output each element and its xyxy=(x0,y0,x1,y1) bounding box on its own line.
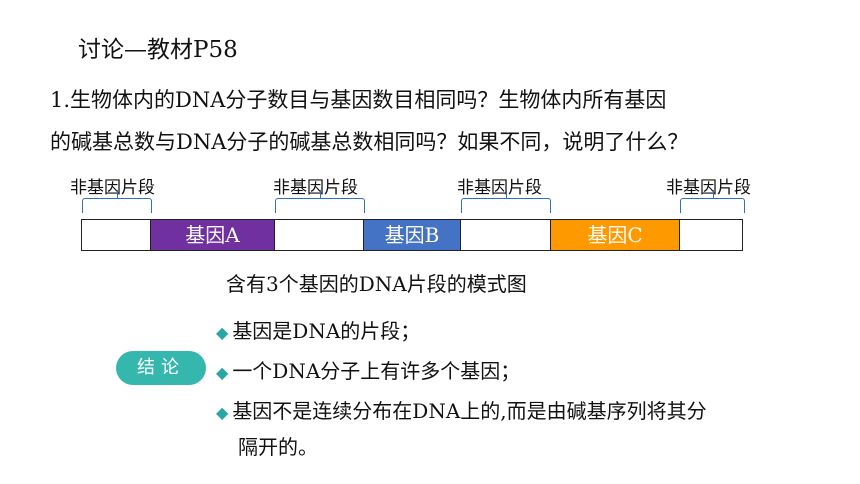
conclusion-point-3-continued: 隔开的。 xyxy=(238,435,318,459)
diamond-icon: ◆ xyxy=(216,323,229,342)
non-gene-label-4: 非基因片段 xyxy=(666,178,751,198)
question-line-2: 的碱基总数与DNA分子的碱基总数相同吗？如果不同，说明了什么？ xyxy=(50,130,689,154)
non-gene-label-3: 非基因片段 xyxy=(457,178,542,198)
conclusion-point-1: ◆基因是DNA的片段； xyxy=(216,315,420,344)
non-gene-bracket-4 xyxy=(680,190,745,213)
conclusion-point-2-text: 一个DNA分子上有许多个基因； xyxy=(232,359,521,383)
non-gene-segment-2 xyxy=(275,220,364,250)
conclusion-badge: 结论 xyxy=(116,351,206,385)
non-gene-segment-3 xyxy=(461,220,551,250)
dna-segment-bar: 基因A 基因B 基因C xyxy=(81,219,743,251)
diagram-caption: 含有3个基因的DNA片段的模式图 xyxy=(226,272,527,296)
non-gene-segment-1 xyxy=(82,220,151,250)
non-gene-segment-4 xyxy=(680,220,742,250)
non-gene-label-1: 非基因片段 xyxy=(70,178,155,198)
conclusion-point-1-text: 基因是DNA的片段； xyxy=(232,319,421,343)
diamond-icon: ◆ xyxy=(216,403,229,422)
non-gene-label-2: 非基因片段 xyxy=(273,178,358,198)
conclusion-point-3-text: 基因不是连续分布在DNA上的,而是由碱基序列将其分 xyxy=(232,399,707,423)
diamond-icon: ◆ xyxy=(216,363,229,382)
non-gene-bracket-3 xyxy=(461,190,551,213)
question-line-1: 1.生物体内的DNA分子数目与基因数目相同吗？生物体内所有基因 xyxy=(50,88,667,112)
page-title: 讨论—教材P58 xyxy=(78,37,238,63)
gene-c-segment: 基因C xyxy=(551,220,680,250)
conclusion-point-3: ◆基因不是连续分布在DNA上的,而是由碱基序列将其分 xyxy=(216,395,707,424)
gene-b-segment: 基因B xyxy=(364,220,461,250)
conclusion-point-2: ◆一个DNA分子上有许多个基因； xyxy=(216,355,520,384)
non-gene-bracket-1 xyxy=(82,190,152,213)
gene-a-segment: 基因A xyxy=(151,220,275,250)
non-gene-bracket-2 xyxy=(275,190,365,213)
